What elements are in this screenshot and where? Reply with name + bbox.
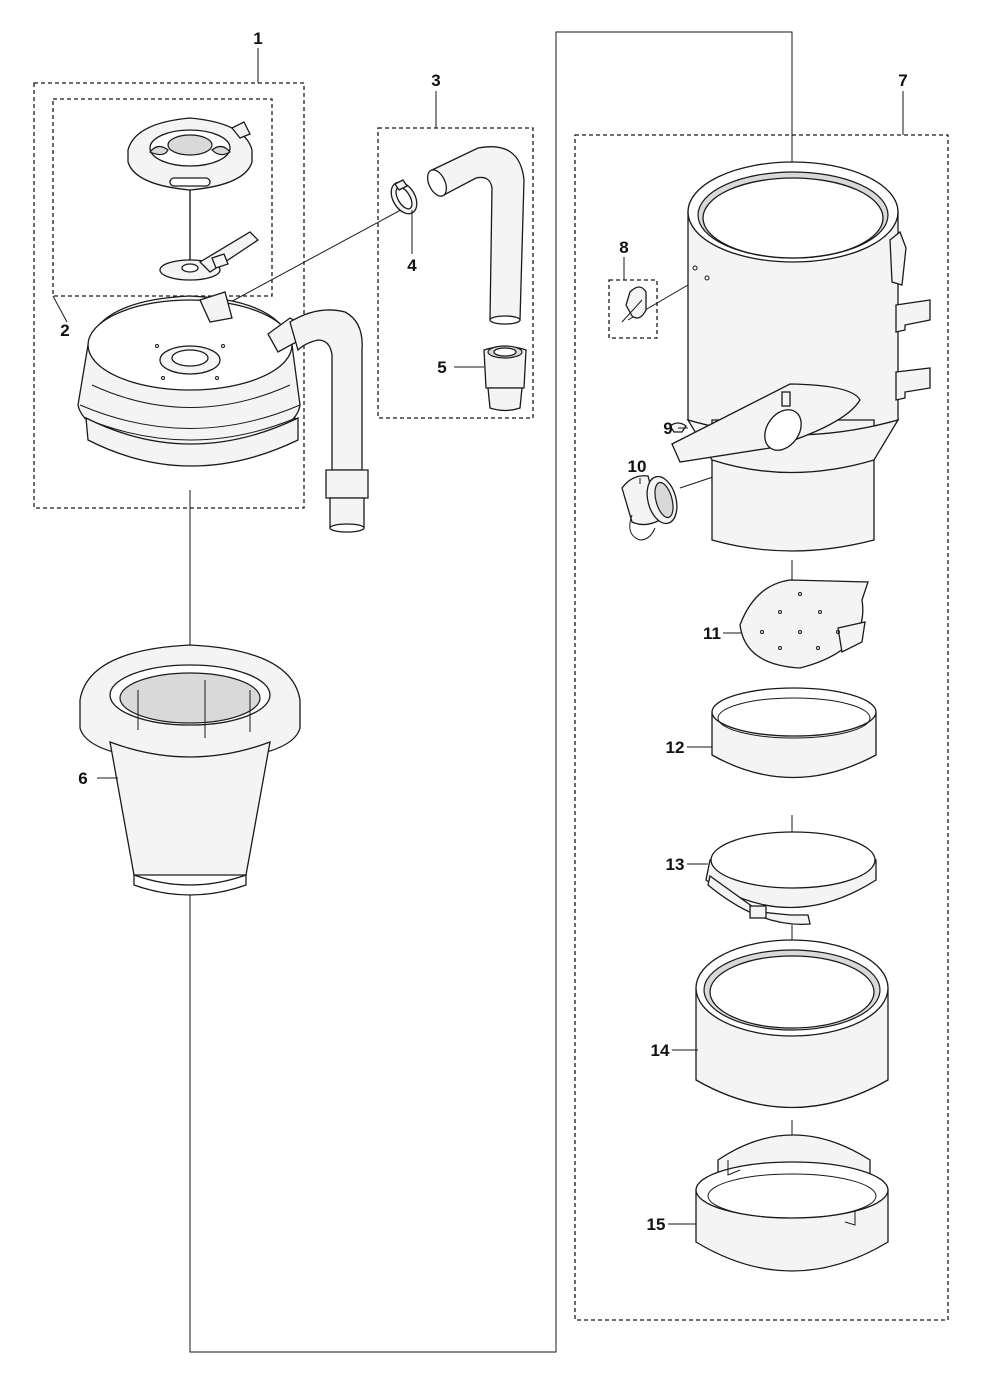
clamp-ring-part [705,831,877,925]
callout-10: 10 [628,457,647,476]
plug-part [621,475,678,541]
callout-7: 7 [898,71,907,90]
callout-9: 9 [663,419,672,438]
leader-lines [52,48,904,1225]
callout-4: 4 [407,256,417,275]
callout-3: 3 [431,71,440,90]
callout-2: 2 [60,321,69,340]
hook-part [621,286,647,323]
deflector-plate-part [739,579,869,669]
callout-5: 5 [437,358,446,377]
callout-11: 11 [703,624,721,643]
callout-6: 6 [78,769,87,788]
group-box-8 [608,279,658,339]
base-ring-part [695,1134,889,1272]
callout-13: 13 [666,855,685,874]
callout-12: 12 [666,738,685,757]
group-box-2 [52,98,273,297]
band-part [711,687,877,779]
group-box-3 [377,127,534,419]
group-box-7 [574,134,949,1321]
callout-14: 14 [651,1041,670,1060]
filter-cone-part [79,644,301,896]
callout-15: 15 [647,1215,666,1234]
group-box-1 [33,82,305,509]
bent-tube-part [390,146,527,412]
container-part [671,161,931,552]
callout-labels: 1 2 3 4 5 6 7 8 9 10 11 12 13 14 15 [60,29,907,1234]
callout-1: 1 [253,29,262,48]
valve-cap-part [127,117,260,281]
housing-section-part [695,939,889,1109]
callout-8: 8 [619,238,628,257]
lid-part [77,291,369,533]
group-boxes [33,82,949,1321]
